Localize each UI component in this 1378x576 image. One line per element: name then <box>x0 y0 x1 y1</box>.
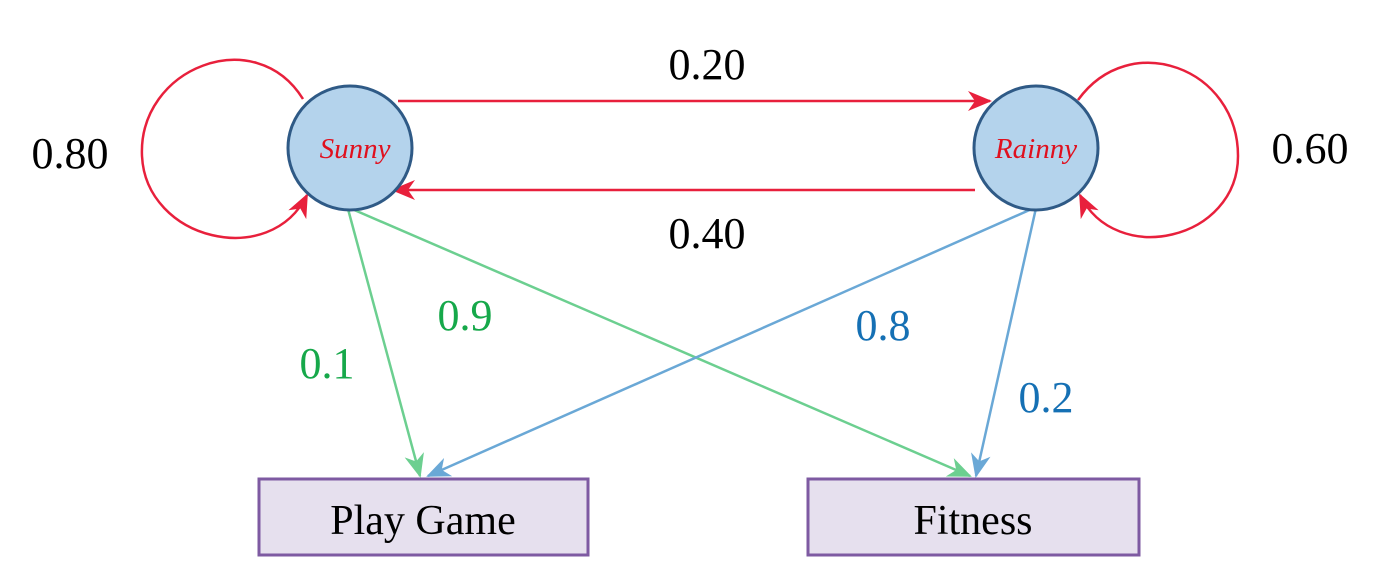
observation-play-game-label: Play Game <box>330 498 515 544</box>
sunny-self-loop-arrow <box>140 58 309 240</box>
label-sunny-fitness: 0.9 <box>438 291 493 340</box>
observation-fitness-box <box>806 477 1141 557</box>
label-rainny-to-rainny: 0.60 <box>1272 124 1349 173</box>
observation-play-game-box <box>257 477 590 557</box>
observation-play-game: Play Game <box>257 477 590 557</box>
observation-fitness-label: Fitness <box>913 498 1032 544</box>
label-sunny-to-sunny: 0.80 <box>32 129 109 178</box>
state-sunny: Sunny <box>286 84 414 212</box>
state-rainny-label: Rainny <box>994 133 1077 165</box>
rainny-to-fitness-arrow <box>971 207 1038 478</box>
observation-fitness: Fitness <box>806 477 1141 557</box>
state-sunny-label: Sunny <box>320 133 391 165</box>
sunny-to-fitness-arrow <box>351 207 972 478</box>
rainny-to-play-game-arrow <box>426 206 1035 478</box>
rainny-self-loop-arrow <box>1076 61 1240 239</box>
label-rainny-fitness: 0.2 <box>1019 373 1074 422</box>
sunny-to-play-game-arrow <box>346 208 424 478</box>
label-rainny-play-game: 0.8 <box>856 301 911 350</box>
label-sunny-to-rainny: 0.20 <box>669 40 746 89</box>
state-rainny-circle <box>972 84 1100 212</box>
label-sunny-play-game: 0.1 <box>300 339 355 388</box>
state-sunny-circle <box>286 84 414 212</box>
label-rainny-to-sunny: 0.40 <box>669 209 746 258</box>
state-rainny: Rainny <box>972 84 1100 212</box>
